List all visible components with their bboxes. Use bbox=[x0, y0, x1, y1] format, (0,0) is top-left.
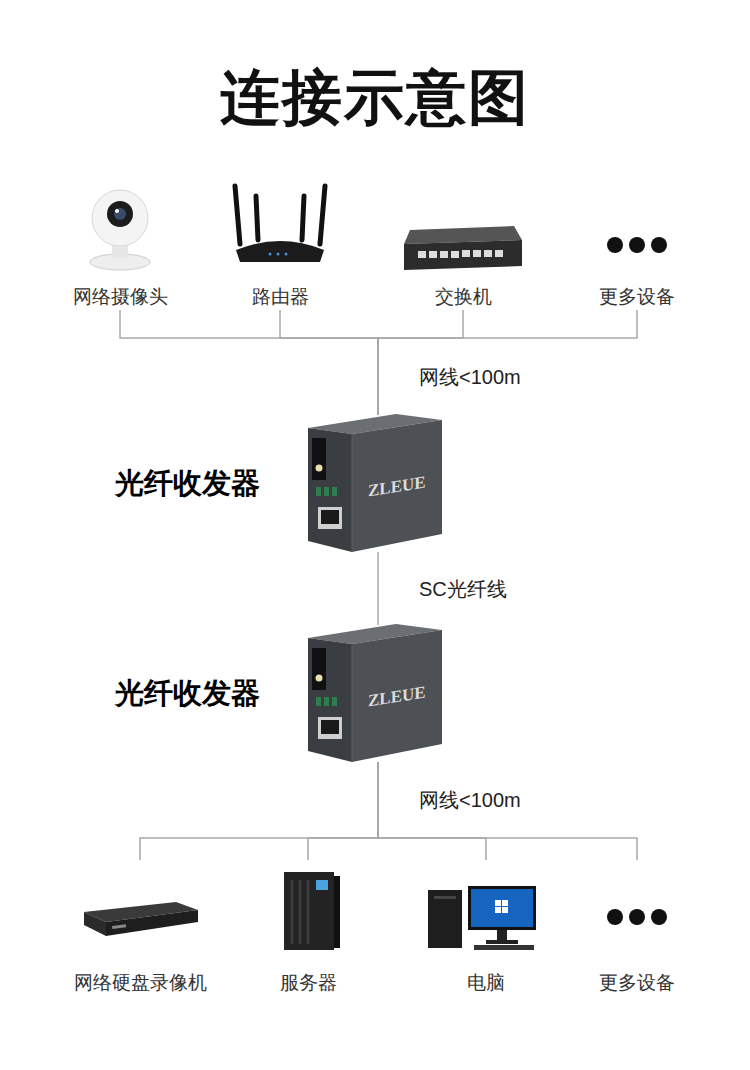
cable-line bbox=[280, 310, 378, 415]
server-icon bbox=[284, 872, 334, 950]
nvr-icon bbox=[84, 902, 198, 936]
node-label: 路由器 bbox=[210, 284, 350, 310]
converter-illustration bbox=[308, 414, 442, 552]
device-node: 路由器 bbox=[210, 180, 350, 310]
switch-icon bbox=[404, 240, 522, 270]
brand-label: ZLEUE bbox=[368, 682, 426, 711]
pc-icon bbox=[486, 940, 518, 944]
router-icon bbox=[235, 186, 240, 244]
pc-icon bbox=[428, 886, 536, 950]
device-node: 网络硬盘录像机 bbox=[60, 860, 220, 996]
nvr-icon bbox=[112, 924, 126, 929]
device-node: 网络摄像头 bbox=[45, 180, 195, 310]
brand-label: ZLEUE bbox=[368, 472, 426, 501]
more-dots bbox=[607, 237, 667, 253]
router-icon bbox=[235, 186, 325, 262]
server-icon bbox=[334, 876, 340, 948]
device-node: 电脑 bbox=[416, 860, 556, 996]
pc-icon bbox=[495, 900, 501, 906]
node-label: 网络硬盘录像机 bbox=[60, 970, 220, 996]
cable-line bbox=[378, 762, 637, 860]
router-icon bbox=[285, 253, 288, 256]
pc-icon bbox=[502, 907, 508, 913]
nvr-icon bbox=[106, 910, 198, 936]
switch-icon bbox=[451, 251, 459, 258]
node-label: 电脑 bbox=[416, 970, 556, 996]
more-dots bbox=[607, 909, 667, 925]
node-label: 光纤收发器 bbox=[115, 464, 260, 504]
server-icon bbox=[307, 880, 310, 944]
cable-line bbox=[378, 310, 637, 415]
camera-icon bbox=[90, 190, 150, 270]
router-icon bbox=[236, 241, 324, 262]
cable-label: 网线<100m bbox=[416, 787, 524, 813]
switch-icon bbox=[484, 250, 492, 257]
server-icon bbox=[291, 880, 294, 944]
router-icon bbox=[302, 196, 304, 240]
device-node: 更多设备 bbox=[567, 860, 707, 996]
cable-label: SC光纤线 bbox=[416, 576, 510, 602]
camera-icon bbox=[107, 201, 133, 227]
pc-icon bbox=[497, 930, 507, 940]
converter-illustration bbox=[308, 624, 442, 762]
pc-icon bbox=[434, 896, 456, 899]
pc-icon bbox=[502, 900, 508, 906]
router-icon bbox=[269, 253, 272, 256]
switch-icon bbox=[440, 251, 448, 258]
router-icon bbox=[277, 253, 280, 256]
switch-icon bbox=[404, 226, 522, 270]
more-dots bbox=[607, 909, 623, 925]
router-icon bbox=[256, 196, 258, 240]
more-dots bbox=[629, 237, 645, 253]
cable-line bbox=[120, 310, 378, 415]
cable-line bbox=[377, 552, 379, 625]
more-dots bbox=[607, 237, 623, 253]
pc-icon bbox=[468, 886, 536, 930]
node-label: 更多设备 bbox=[567, 284, 707, 310]
pc-icon bbox=[471, 889, 533, 927]
router-icon bbox=[320, 186, 325, 244]
switch-icon bbox=[418, 251, 426, 258]
pc-icon bbox=[495, 907, 501, 913]
node-label: 更多设备 bbox=[567, 970, 707, 996]
pc-icon bbox=[474, 945, 534, 950]
node-label: 网络摄像头 bbox=[45, 284, 195, 310]
switch-icon bbox=[429, 251, 437, 258]
camera-icon bbox=[92, 190, 148, 246]
server-icon bbox=[284, 872, 340, 950]
server-icon bbox=[316, 880, 328, 890]
server-icon bbox=[299, 880, 302, 944]
node-label: 光纤收发器 bbox=[115, 674, 260, 714]
switch-icon bbox=[462, 250, 470, 257]
device-node: 服务器 bbox=[238, 860, 378, 996]
node-label: 服务器 bbox=[238, 970, 378, 996]
cable-line bbox=[378, 310, 463, 415]
switch-icon bbox=[495, 250, 503, 257]
more-dots bbox=[651, 237, 667, 253]
device-node: 交换机 bbox=[393, 180, 533, 310]
device-node: 更多设备 bbox=[567, 180, 707, 310]
more-dots bbox=[629, 909, 645, 925]
pc-icon bbox=[428, 890, 462, 948]
camera-icon bbox=[114, 208, 126, 220]
nvr-icon bbox=[84, 912, 106, 936]
cable-label: 网线<100m bbox=[416, 364, 524, 390]
camera-icon bbox=[115, 209, 119, 213]
more-dots bbox=[651, 909, 667, 925]
diagram-title: 连接示意图 bbox=[0, 60, 750, 136]
cable-line bbox=[308, 762, 378, 860]
switch-icon bbox=[473, 250, 481, 257]
node-label: 交换机 bbox=[393, 284, 533, 310]
cable-line bbox=[140, 762, 378, 860]
